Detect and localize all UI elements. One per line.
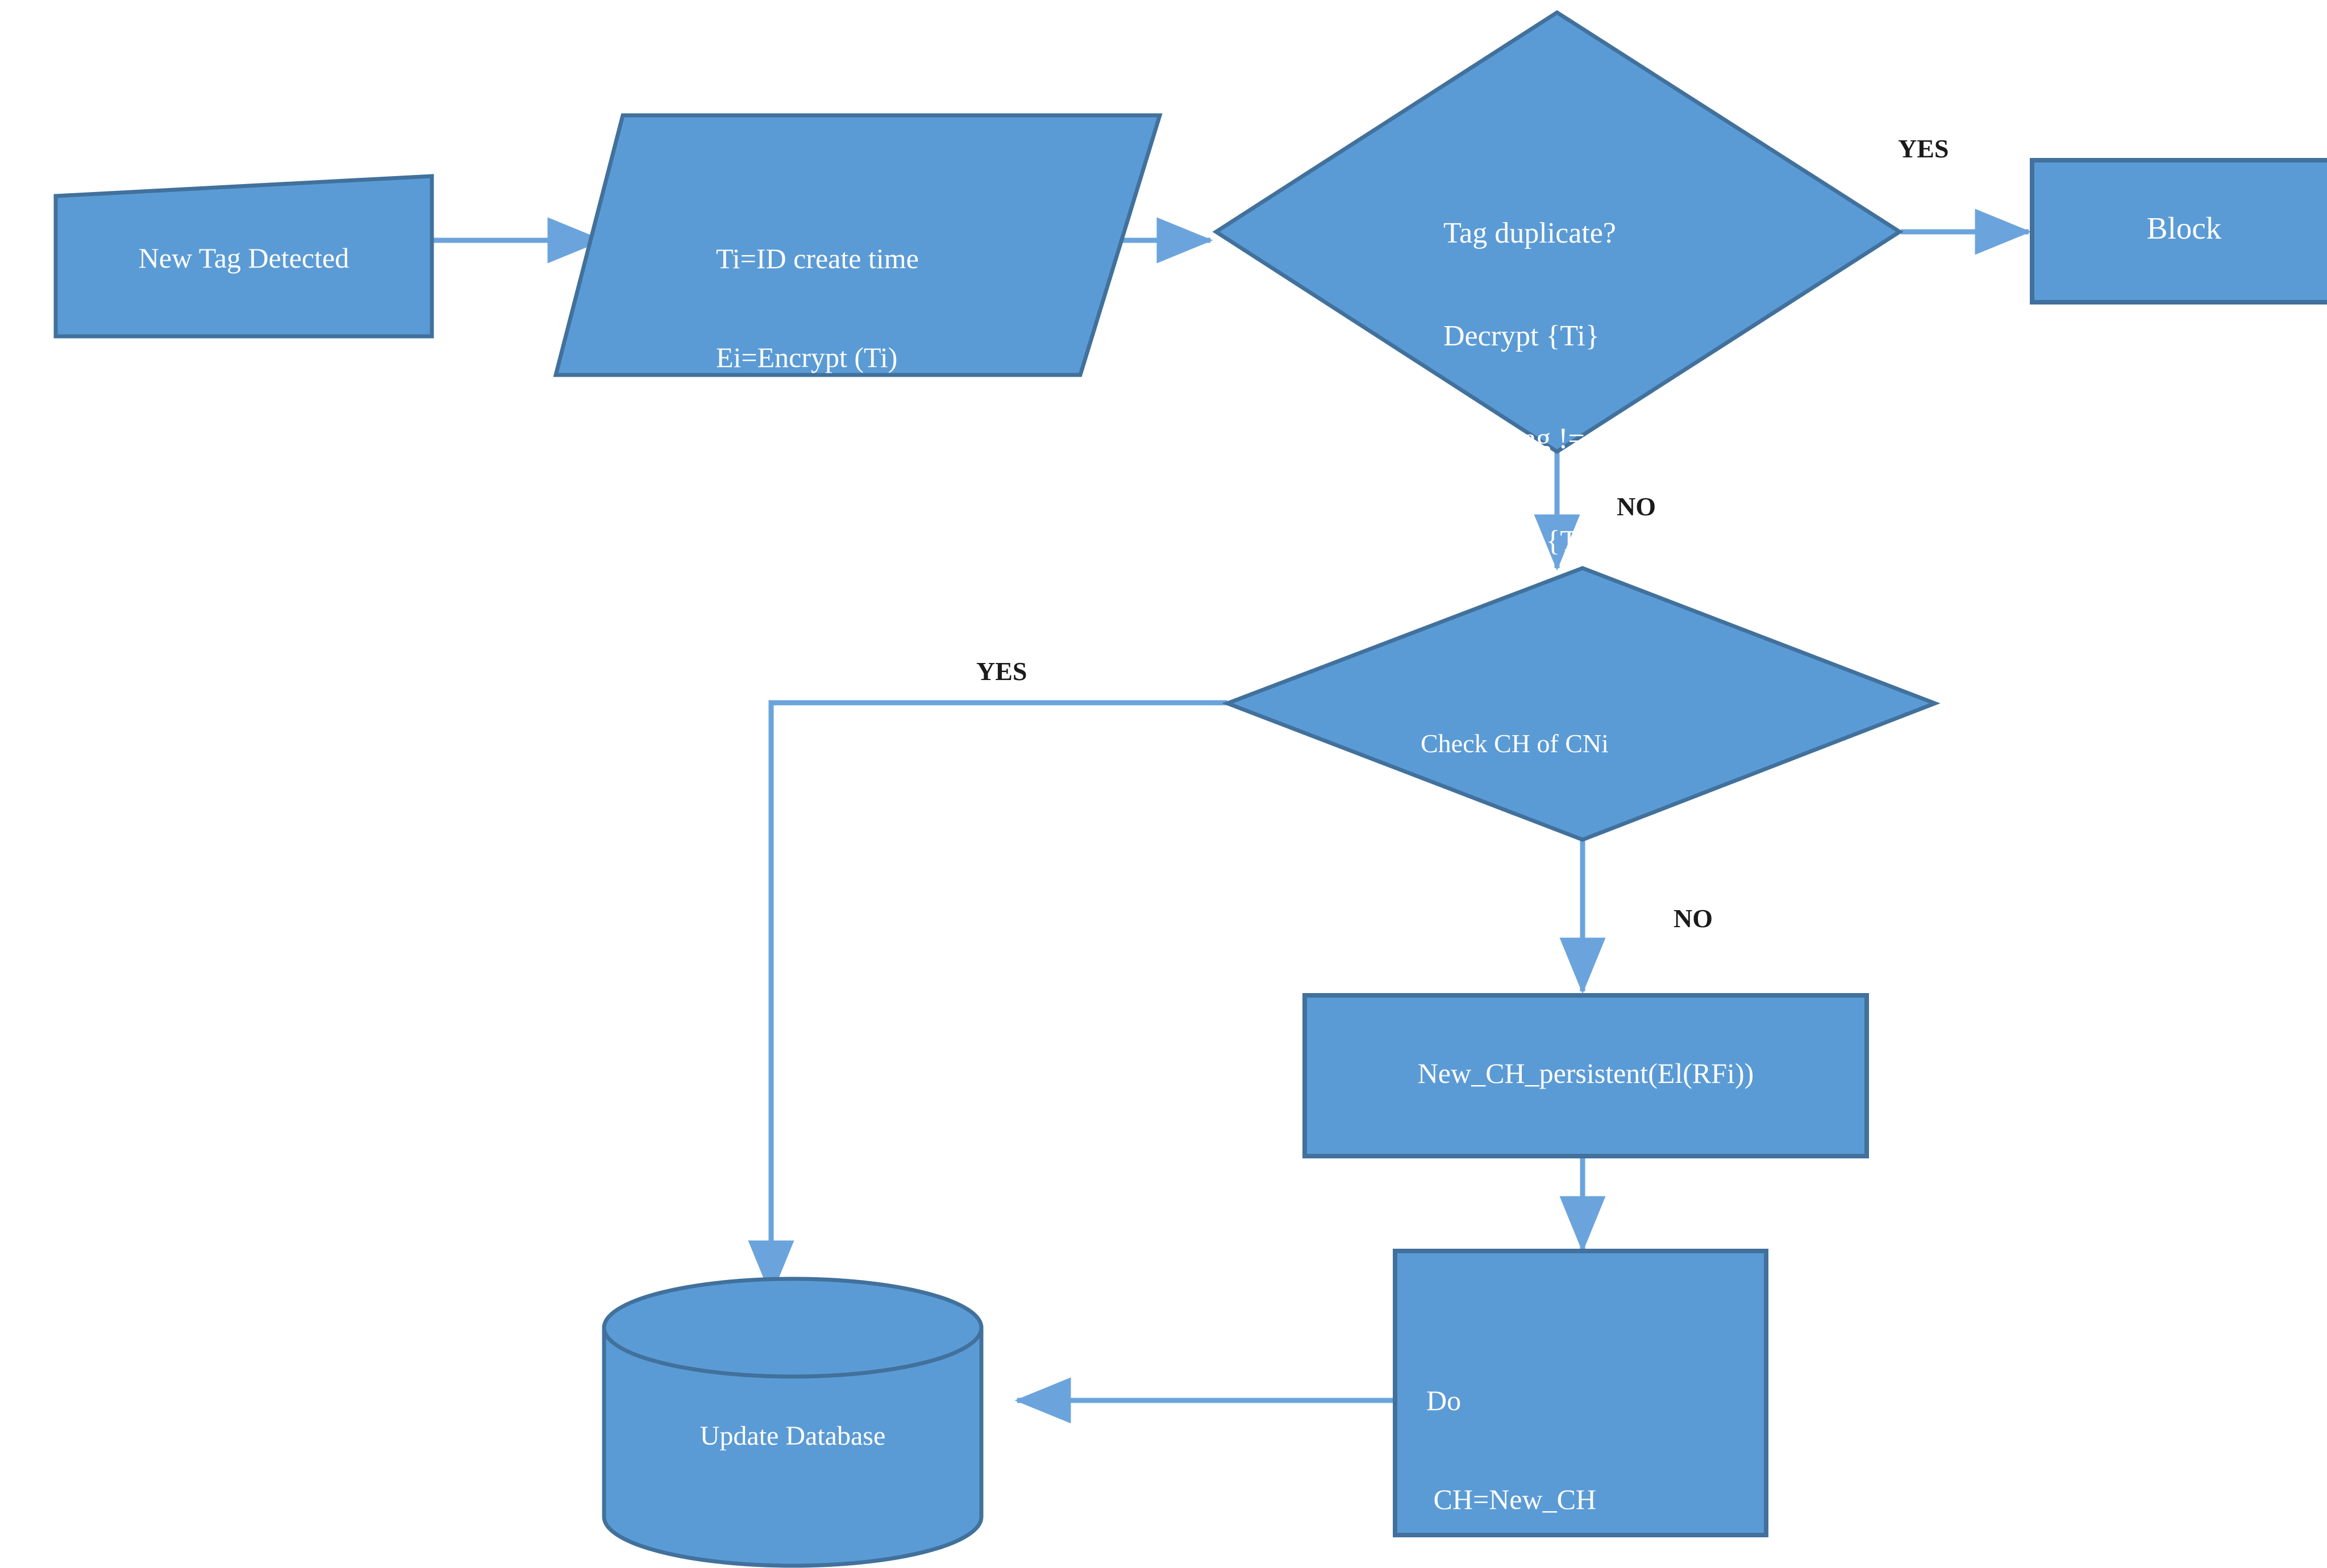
shape-update-database[interactable] [602,1277,984,1568]
connector-checkch-yes-to-database [748,700,1227,1297]
shape-tag-duplicate-decision[interactable] [1212,10,1904,454]
shape-block[interactable] [2030,158,2327,305]
shape-new-ch-persistent[interactable] [1302,993,1869,1158]
shape-check-ch-decision[interactable] [1222,566,1941,842]
edge-label-check-ch-yes: YES [976,657,1027,686]
shape-do-while[interactable] [1393,1249,1768,1537]
shape-create-tag-record[interactable] [553,113,1163,377]
edge-label-duplicate-yes: YES [1898,134,1949,163]
connector-group [432,208,2032,1424]
shape-new-tag-detected[interactable] [53,174,434,339]
edge-label-check-ch-no: NO [1674,904,1713,933]
edge-label-duplicate-no: NO [1617,492,1656,521]
